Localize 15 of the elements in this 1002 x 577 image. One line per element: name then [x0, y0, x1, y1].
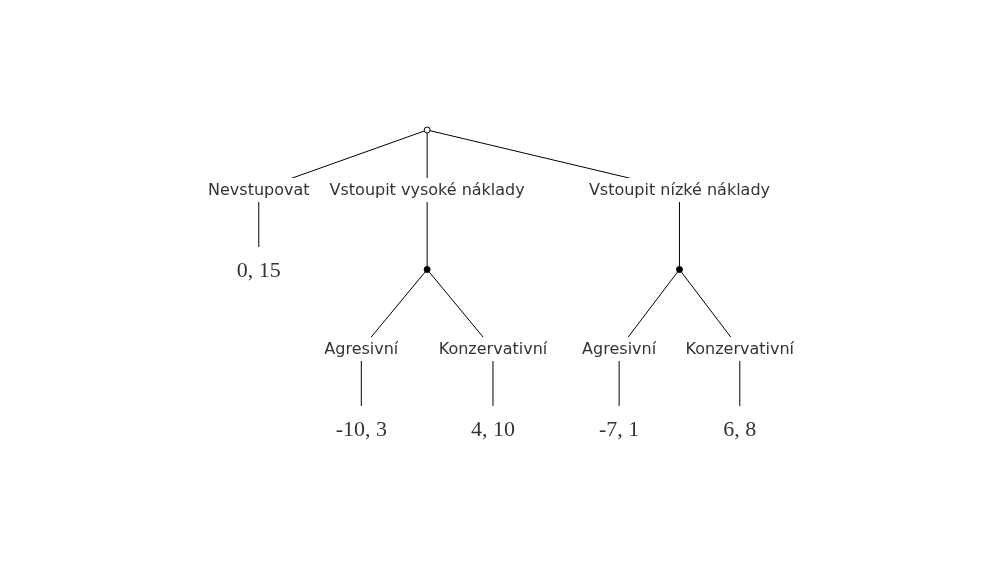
- node-text: 6, 8: [723, 415, 757, 441]
- node-text: -10, 3: [335, 415, 387, 441]
- node-circle: [675, 265, 683, 273]
- edge-label: Vstoupit nízké náklady: [588, 179, 770, 199]
- node-text: -7, 1: [598, 415, 640, 441]
- edge-label: Konzervativní: [438, 338, 548, 358]
- node-circle: [423, 265, 431, 273]
- edge-label: Agresivní: [324, 338, 399, 358]
- edge-label: Vstoupit vysoké náklady: [329, 179, 525, 199]
- node-text: 4, 10: [470, 415, 515, 441]
- edge-label: Nevstupovat: [207, 179, 310, 199]
- edge-label: Konzervativní: [685, 338, 794, 358]
- node-circle: [423, 126, 431, 133]
- edge-label: Agresivní: [582, 338, 657, 358]
- node-text: 0, 15: [236, 256, 281, 282]
